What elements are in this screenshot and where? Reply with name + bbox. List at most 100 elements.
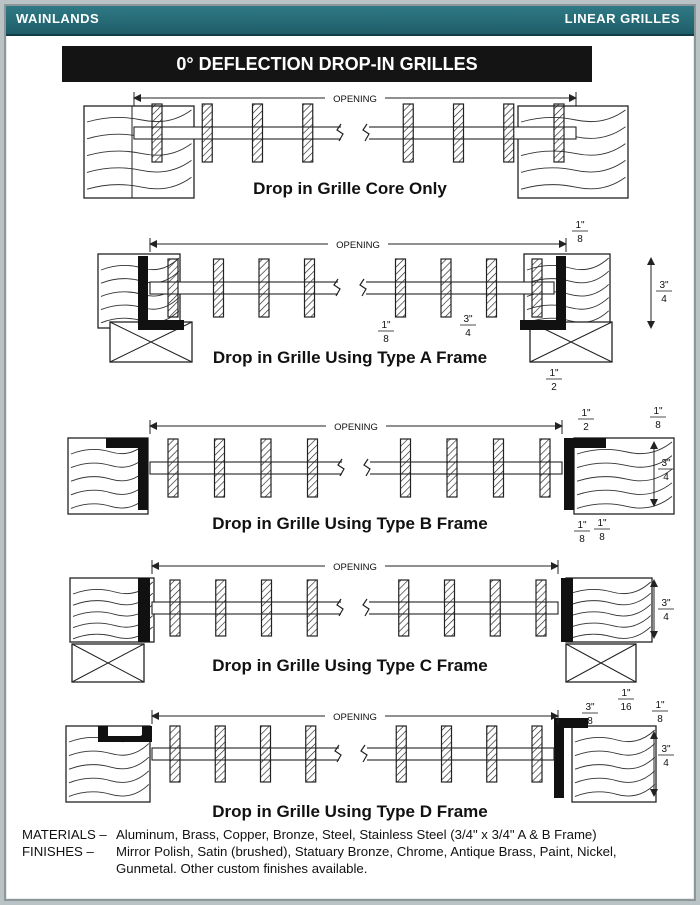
dim-a-half-num: 1" <box>549 368 559 379</box>
dim-c-eighth-den: 8 <box>579 534 585 545</box>
grille-bar <box>443 579 456 637</box>
type-b-frame-left <box>106 438 148 510</box>
break-symbol <box>336 598 344 617</box>
wood-grain-line <box>576 441 673 455</box>
break-symbol <box>360 744 368 763</box>
dim-a-threequarter-num: 3" <box>659 280 669 291</box>
grille-bar <box>151 103 163 163</box>
wall-right-d <box>571 725 657 803</box>
dim-a-spacing-den: 4 <box>465 328 471 339</box>
grille-bar <box>489 579 501 637</box>
grille-bar <box>258 258 270 318</box>
dim-c-eighth-num: 1" <box>577 520 587 531</box>
break-symbol <box>362 123 370 142</box>
wood-grain-line <box>574 770 656 784</box>
type-d-frame-left <box>98 726 152 742</box>
grille-bar <box>260 438 272 498</box>
type-c-frame-right <box>561 578 573 642</box>
dim-d-threequarter-den: 4 <box>663 758 669 769</box>
opening-label-bg <box>325 710 385 722</box>
grille-bar <box>446 438 458 498</box>
wood-grain-line <box>576 482 673 496</box>
dim-d-eighth-num: 1" <box>655 700 665 711</box>
wood-grain-line <box>520 109 626 123</box>
break-symbol <box>334 744 342 763</box>
header-bar: WAINLANDS LINEAR GRILLES <box>6 6 694 36</box>
wood-grain-line <box>568 581 652 595</box>
opening-label-bg <box>325 92 385 104</box>
grille-bar <box>215 579 227 637</box>
grille-bar <box>440 258 452 318</box>
grille-bar <box>302 103 314 163</box>
wood-grain-line <box>574 729 656 743</box>
dim-c-threequarter-den: 4 <box>663 612 669 623</box>
dim-d-sixteenth-num: 1" <box>621 688 631 699</box>
dim-b-eighth-top-den: 8 <box>655 420 661 431</box>
wood-grain-line <box>70 441 148 455</box>
dim-d-threeeighth-num: 3" <box>585 702 595 713</box>
grille-bar <box>259 725 272 783</box>
caption-type-b: Drop in Grille Using Type B Frame <box>212 514 488 533</box>
materials-label: MATERIALS – <box>22 827 107 842</box>
dim-d-sixteenth-den: 16 <box>620 702 632 713</box>
dim-a-eighth-bar-num: 1" <box>381 320 391 331</box>
type-b-frame-right <box>564 438 606 510</box>
wood-grain-line <box>526 310 610 324</box>
wood-grain-line <box>68 770 150 784</box>
wood-grain-line <box>568 626 652 640</box>
blocking-diagonal <box>71 643 145 683</box>
grille-bar <box>251 103 264 163</box>
wood-grain-line <box>574 743 656 757</box>
grille-bar <box>440 725 453 783</box>
break-symbol <box>362 598 370 617</box>
opening-label-bg <box>328 238 388 250</box>
wood-grain-line <box>520 160 626 173</box>
wall-right-c <box>565 577 653 643</box>
opening-label: OPENING <box>333 562 377 573</box>
title-banner: 0° DEFLECTION DROP-IN GRILLES <box>62 46 592 82</box>
brand-label: WAINLANDS <box>16 11 100 26</box>
dim-a-eighth-bar-den: 8 <box>383 334 389 345</box>
break-gap <box>338 280 366 296</box>
wood-grain-line <box>86 160 192 173</box>
break-symbol <box>333 278 341 297</box>
dim-a-eighth-top-den: 8 <box>577 234 583 245</box>
grille-bar <box>306 438 319 498</box>
grille-bar <box>395 725 407 783</box>
caption-type-d: Drop in Grille Using Type D Frame <box>212 802 488 821</box>
dim-b-threequarter-num: 3" <box>661 458 671 469</box>
page-title: 0° DEFLECTION DROP-IN GRILLES <box>176 54 478 74</box>
type-d-frame-right <box>554 718 588 798</box>
wood-grain-line <box>70 468 148 482</box>
wood-grain-line <box>574 784 656 797</box>
dim-b-half-den: 2 <box>583 422 589 433</box>
grille-bar <box>201 103 213 163</box>
dim-c-threequarter-num: 3" <box>661 598 671 609</box>
grille-bar <box>486 725 498 783</box>
break-gap <box>342 460 370 476</box>
materials-text: Aluminum, Brass, Copper, Bronze, Steel, … <box>116 827 597 842</box>
opening-label-bg <box>326 420 386 432</box>
wood-grain-line <box>576 468 673 482</box>
dim-d-threeeighth-den: 8 <box>587 716 593 727</box>
grille-bar <box>306 579 318 637</box>
opening-label: OPENING <box>333 94 377 105</box>
grille-bar <box>535 579 547 637</box>
grille-bar <box>539 438 551 498</box>
grille-bar <box>503 103 515 163</box>
page-frame: WAINLANDS LINEAR GRILLES 0° DEFLECTION D… <box>4 4 696 901</box>
dim-b-half-num: 1" <box>581 408 591 419</box>
dim-a-eighth-top-num: 1" <box>575 220 585 231</box>
wood-grain-line <box>68 756 150 770</box>
notes-block: MATERIALS – Aluminum, Brass, Copper, Bro… <box>22 826 682 877</box>
opening-label-bg <box>325 560 385 572</box>
blocking-diagonal <box>529 321 613 363</box>
grille-bar <box>399 438 412 498</box>
dim-b-threequarter-den: 4 <box>663 472 669 483</box>
wood-grain-line <box>86 109 192 123</box>
grille-bar <box>553 103 565 163</box>
blocking-diagonal <box>565 643 637 683</box>
dim-a-threequarter-den: 4 <box>661 294 667 305</box>
dim-d-eighth-den: 8 <box>657 714 663 725</box>
caption-type-c: Drop in Grille Using Type C Frame <box>212 656 488 675</box>
